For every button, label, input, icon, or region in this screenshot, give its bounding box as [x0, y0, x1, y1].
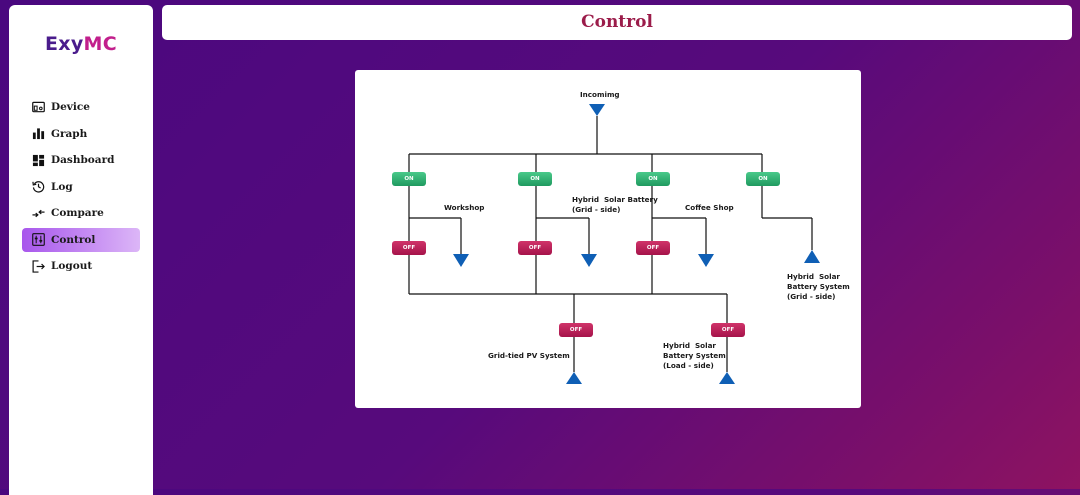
coffee-shop-label: Coffee Shop	[685, 203, 734, 212]
sidebar-item-dashboard[interactable]: Dashboard	[22, 148, 140, 172]
flow-arrows	[453, 104, 820, 384]
app-logo: ExyMC	[45, 33, 117, 55]
hybrid-load-system-label: Hybrid Solar Battery System (Load - side…	[663, 341, 726, 370]
switch-coffee-shop-on[interactable]: ON	[636, 172, 670, 186]
sidebar-nav: Device Graph Dashboard	[22, 95, 140, 281]
switch-hybrid-load-system-off[interactable]: OFF	[711, 323, 745, 337]
sliders-icon	[32, 233, 45, 246]
sidebar-item-label: Dashboard	[51, 154, 115, 166]
single-line-diagram	[408, 104, 820, 384]
hybrid-load-system-arrow-icon	[719, 372, 735, 384]
sidebar-item-label: Log	[51, 180, 73, 193]
page-title: Control	[581, 12, 653, 32]
sidebar-item-control[interactable]: Control	[22, 227, 140, 252]
compare-arrows-icon	[32, 209, 45, 217]
sidebar-item-label: Device	[51, 101, 90, 113]
logout-icon	[32, 259, 45, 273]
switch-pv-system-off[interactable]: OFF	[559, 323, 593, 337]
hybrid-battery-arrow-icon	[581, 254, 597, 267]
sidebar-item-device[interactable]: Device	[22, 95, 140, 119]
device-icon	[32, 101, 45, 112]
bus-lines	[408, 116, 813, 372]
sidebar-item-logout[interactable]: Logout	[22, 254, 140, 278]
hybrid-grid-system-arrow-icon	[804, 250, 820, 263]
pv-system-label: Grid-tied PV System	[488, 351, 570, 360]
sidebar-item-label: Compare	[51, 207, 104, 219]
switch-hybrid-battery-off[interactable]: OFF	[518, 241, 552, 255]
switch-workshop-off[interactable]: OFF	[392, 241, 426, 255]
history-icon	[32, 181, 45, 193]
workshop-arrow-icon	[453, 254, 469, 267]
sidebar: ExyMC Device Graph	[9, 5, 153, 495]
hybrid-grid-system-label: Hybrid Solar Battery System (Grid - side…	[787, 272, 850, 301]
coffee-shop-arrow-icon	[698, 254, 714, 267]
sidebar-item-compare[interactable]: Compare	[22, 201, 140, 225]
pv-system-arrow-icon	[566, 372, 582, 384]
workshop-label: Workshop	[444, 203, 485, 212]
switch-hybrid-battery-on[interactable]: ON	[518, 172, 552, 186]
sidebar-item-label: Logout	[51, 260, 93, 272]
page-header: Control	[162, 5, 1072, 40]
switch-workshop-on[interactable]: ON	[392, 172, 426, 186]
sidebar-item-log[interactable]: Log	[22, 175, 140, 199]
incoming-arrow-icon	[589, 104, 605, 116]
sidebar-item-graph[interactable]: Graph	[22, 122, 140, 146]
sidebar-item-label: Graph	[51, 127, 88, 140]
dashboard-grid-icon	[32, 154, 45, 166]
incoming-label: Incomimg	[580, 90, 620, 99]
control-panel: Incomimg Workshop Hybrid Solar Battery (…	[355, 70, 861, 408]
bar-chart-icon	[32, 128, 45, 140]
switch-coffee-shop-off[interactable]: OFF	[636, 241, 670, 255]
switch-hybrid-grid-system-on[interactable]: ON	[746, 172, 780, 186]
sidebar-item-label: Control	[51, 233, 96, 246]
hybrid-battery-label: Hybrid Solar Battery (Grid - side)	[572, 195, 658, 214]
